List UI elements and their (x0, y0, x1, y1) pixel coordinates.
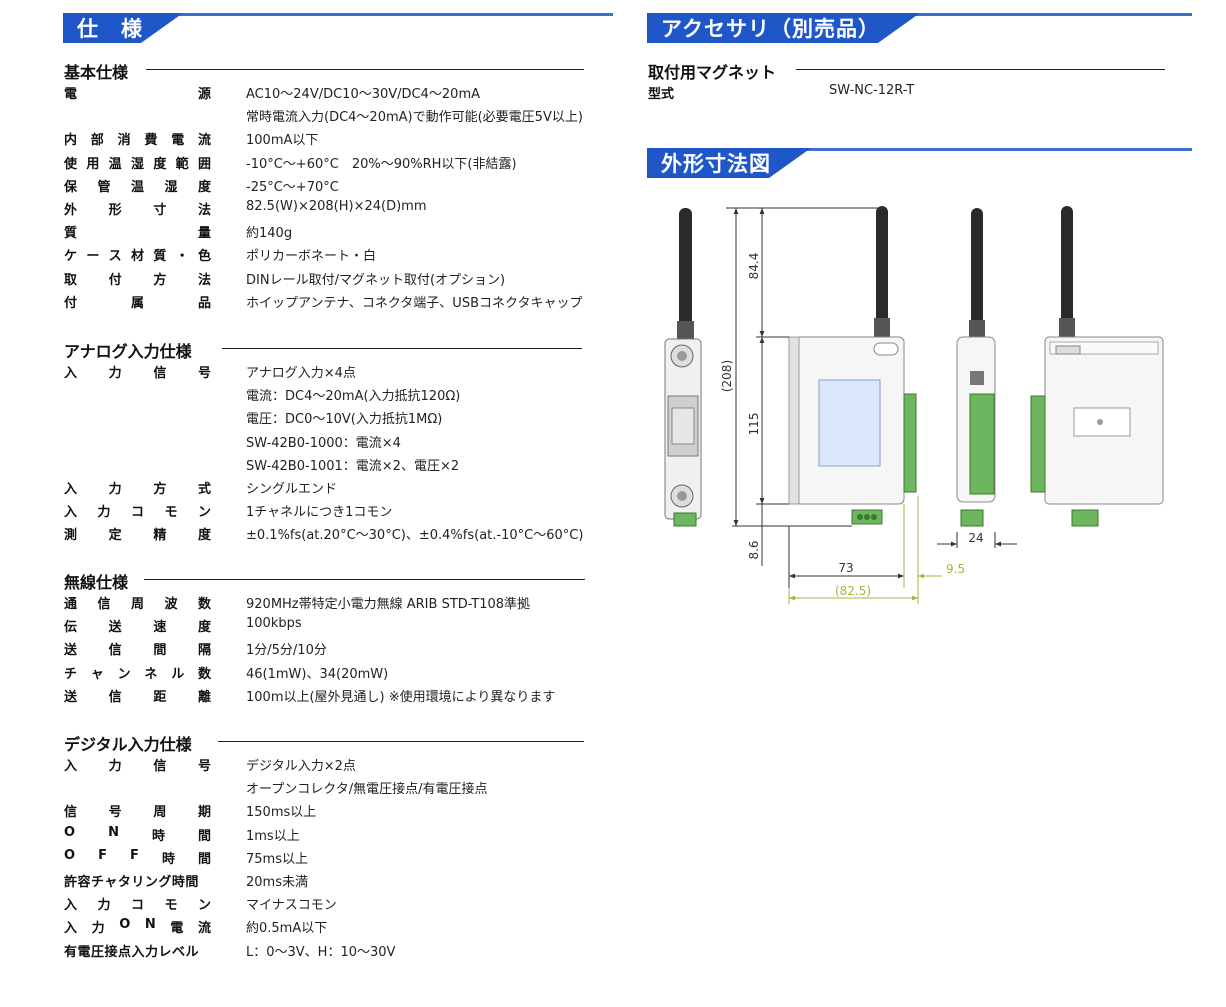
dim-115: 115 (747, 413, 761, 436)
spec-banner: 仕 様 (63, 13, 613, 43)
side-view-din (664, 208, 702, 527)
dimension-banner: 外形寸法図 (647, 148, 1192, 178)
analog-row-label: 入力方式 (64, 482, 211, 497)
wireless-row-value: 1分/5分/10分 (246, 643, 327, 659)
basic-row-label: 電源 (64, 87, 211, 102)
analog-row-value: シングルエンド (246, 482, 338, 497)
digital-section-title: デジタル入力仕様 (64, 735, 192, 754)
basic-row-label: 使用温湿度範囲 (64, 156, 211, 172)
analog-row-value: 電流：DC4～20mA(入力抵抗120Ω) (246, 389, 461, 405)
basic-row-value: 100mA以下 (246, 133, 319, 149)
digital-row-value: 約0.5mA以下 (246, 921, 328, 937)
back-view (1030, 206, 1164, 527)
digital-row-value: 1ms以上 (246, 828, 300, 844)
basic-row-value: ポリカーボネート・白 (246, 249, 377, 265)
basic-row-value: -25°C～+70°C (246, 179, 339, 195)
digital-row-value: 20ms未満 (246, 875, 308, 890)
analog-row-value: SW-42B0-1001：電流×2、電圧×2 (246, 458, 460, 474)
basic-row-label: 取付方法 (64, 272, 211, 288)
basic-section-rule (146, 69, 584, 70)
basic-row-value: DINレール取付/マグネット取付(オプション) (246, 272, 506, 288)
basic-row-value: 常時電流入力(DC4～20mA)で動作可能(必要電圧5V以上) (246, 110, 583, 126)
accessory-header: アクセサリ（別売品） (647, 13, 920, 43)
wireless-row-value: 100kbps (246, 616, 302, 632)
dim-9-5: 9.5 (946, 562, 965, 576)
spec-header: 仕 様 (63, 13, 183, 43)
digital-row-value: マイナスコモン (246, 898, 337, 914)
analog-row-value: 電圧：DC0～10V(入力抵抗1MΩ) (246, 412, 443, 428)
digital-row-value: デジタル入力×2点 (246, 759, 356, 774)
digital-row-value: オープンコレクタ/無電圧接点/有電圧接点 (246, 782, 488, 798)
wireless-row-value: 100m以上(屋外見通し) ※使用環境により異なります (246, 689, 556, 705)
basic-row-value: 82.5(W)×208(H)×24(D)mm (246, 199, 427, 214)
basic-row-value: -10°C～+60°C 20%～90%RH以下(非結露) (246, 156, 517, 172)
analog-row-label: 入力信号 (64, 366, 211, 381)
analog-section-rule (222, 348, 582, 349)
magnet-rule (796, 69, 1165, 70)
digital-row-label: 許容チャタリング時間 (64, 875, 199, 890)
wireless-section-rule (144, 579, 585, 580)
side-view-narrow (956, 208, 996, 527)
magnet-title: 取付用マグネット (648, 63, 777, 82)
basic-row-label: 外形寸法 (64, 203, 211, 218)
wireless-row-label: 伝送速度 (64, 620, 211, 636)
magnet-value: SW-NC-12R-T (829, 83, 915, 98)
digital-row-value: 150ms以上 (246, 805, 317, 821)
analog-row-value: 1チャネルにつき1コモン (246, 505, 393, 521)
wireless-row-label: 送信距離 (64, 689, 211, 705)
basic-row-value: ホイップアンテナ、コネクタ端子、USBコネクタキャップ (246, 295, 583, 311)
analog-row-label: 入力コモン (64, 505, 211, 521)
dim-84-4: 84.4 (747, 253, 761, 280)
basic-row-label: 質量 (64, 226, 211, 242)
analog-section-title: アナログ入力仕様 (64, 342, 192, 361)
wireless-section-title: 無線仕様 (64, 573, 129, 592)
dim-73: 73 (838, 561, 853, 575)
basic-row-value: AC10～24V/DC10～30V/DC4～20mA (246, 87, 481, 102)
wireless-row-value: 46(1mW)、34(20mW) (246, 666, 389, 682)
basic-row-label: ケース材質・色 (64, 249, 211, 265)
basic-row-label: 保管温湿度 (64, 179, 211, 195)
digital-row-label: 有電圧接点入力レベル (64, 944, 200, 960)
dimension-drawing: (208) 84.4 115 8.6 24 73 (82.5) 9.5 (664, 206, 1164, 604)
analog-row-value: ±0.1%fs(at.20°C～30°C)、±0.4%fs(at.-10°C～6… (246, 528, 584, 544)
dim-8-6: 8.6 (747, 540, 761, 559)
wireless-row-label: 送信間隔 (64, 643, 211, 659)
digital-row-value: L：0～3V、H：10～30V (246, 944, 396, 960)
front-view (788, 206, 917, 525)
dim-82-5: (82.5) (835, 584, 871, 598)
magnet-label: 型式 (648, 87, 675, 102)
wireless-row-value: 920MHz帯特定小電力無線 ARIB STD-T108準拠 (246, 597, 531, 612)
digital-row-label: 入力コモン (64, 898, 211, 914)
digital-row-label: 信号周期 (64, 805, 211, 821)
dim-208: (208) (720, 360, 734, 392)
analog-row-label: 測定精度 (64, 528, 211, 544)
accessory-banner: アクセサリ（別売品） (647, 13, 1192, 43)
basic-row-label: 内部消費電流 (64, 133, 211, 149)
digital-section-rule (218, 741, 584, 742)
basic-row-label: 付属品 (64, 295, 211, 311)
wireless-row-label: チャンネル数 (64, 666, 211, 682)
dim-24: 24 (968, 531, 983, 545)
dimension-header: 外形寸法図 (647, 148, 811, 178)
digital-row-label: 入力信号 (64, 759, 211, 774)
wireless-row-label: 通信周波数 (64, 597, 211, 612)
analog-row-value: SW-42B0-1000：電流×4 (246, 435, 401, 451)
basic-section-title: 基本仕様 (64, 63, 129, 82)
digital-row-value: 75ms以上 (246, 851, 308, 867)
basic-row-value: 約140g (246, 226, 293, 242)
analog-row-value: アナログ入力×4点 (246, 366, 356, 381)
